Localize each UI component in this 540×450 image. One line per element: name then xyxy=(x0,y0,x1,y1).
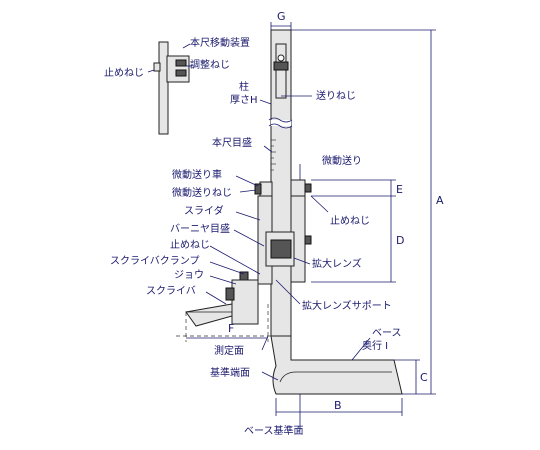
dim-label-g: G xyxy=(277,10,286,23)
dim-label-e: E xyxy=(396,183,403,196)
label-base-reference-face: ベース基準面 xyxy=(244,424,304,437)
label-stop-screw-mid: 止めねじ xyxy=(170,239,210,251)
label-reference-end-face: 基準端面 xyxy=(210,366,250,379)
label-main-scale: 本尺目盛 xyxy=(212,136,252,149)
label-base-depth-1: ベース xyxy=(372,327,402,339)
dimension-e xyxy=(311,179,396,197)
label-thickness: 厚さH xyxy=(230,94,258,106)
label-fine-feed-screw: 微動送りねじ xyxy=(172,186,232,199)
inset-scale-mover xyxy=(147,41,192,135)
label-column: 柱 xyxy=(239,80,249,93)
label-main-scale-mover: 本尺移動装置 xyxy=(190,36,250,49)
dim-label-c: C xyxy=(420,371,428,384)
scriber-assembly xyxy=(185,271,259,327)
label-magnifier-support: 拡大レンズサポート xyxy=(302,299,392,312)
label-fine-feed-wheel: 微動送り車 xyxy=(172,168,222,181)
label-adjust-screw: 調整ねじ xyxy=(190,58,230,71)
dim-label-a: A xyxy=(436,194,444,207)
dimension-b xyxy=(275,398,403,416)
label-scriber: スクライバ xyxy=(146,285,196,297)
label-base-depth-2: 奥行 I xyxy=(362,339,388,352)
label-magnifier: 拡大レンズ xyxy=(312,257,362,270)
label-vernier: バーニヤ目盛 xyxy=(170,222,230,235)
dim-label-b: B xyxy=(334,399,342,412)
label-stop-screw-left: 止めねじ xyxy=(104,67,144,79)
base xyxy=(270,335,403,395)
leader-lines xyxy=(205,95,371,430)
dimension-d xyxy=(311,196,396,283)
dimension-c xyxy=(394,359,420,394)
dim-label-d: D xyxy=(396,234,404,247)
label-measuring-face: 測定面 xyxy=(214,344,244,357)
dimension-g xyxy=(270,22,292,30)
label-feed-screw: 送りねじ xyxy=(316,89,356,102)
label-slider: スライダ xyxy=(184,204,224,217)
label-scriber-clamp: スクライバクランプ xyxy=(110,255,200,267)
label-fine-feed: 微動送り xyxy=(322,154,362,167)
dimension-a xyxy=(291,29,436,395)
label-jaw: ジョウ xyxy=(174,269,204,281)
fine-feed-block xyxy=(290,179,312,283)
dim-label-f: F xyxy=(228,322,234,335)
label-stop-screw-right: 止めねじ xyxy=(330,215,370,227)
slider-assembly xyxy=(254,181,295,285)
